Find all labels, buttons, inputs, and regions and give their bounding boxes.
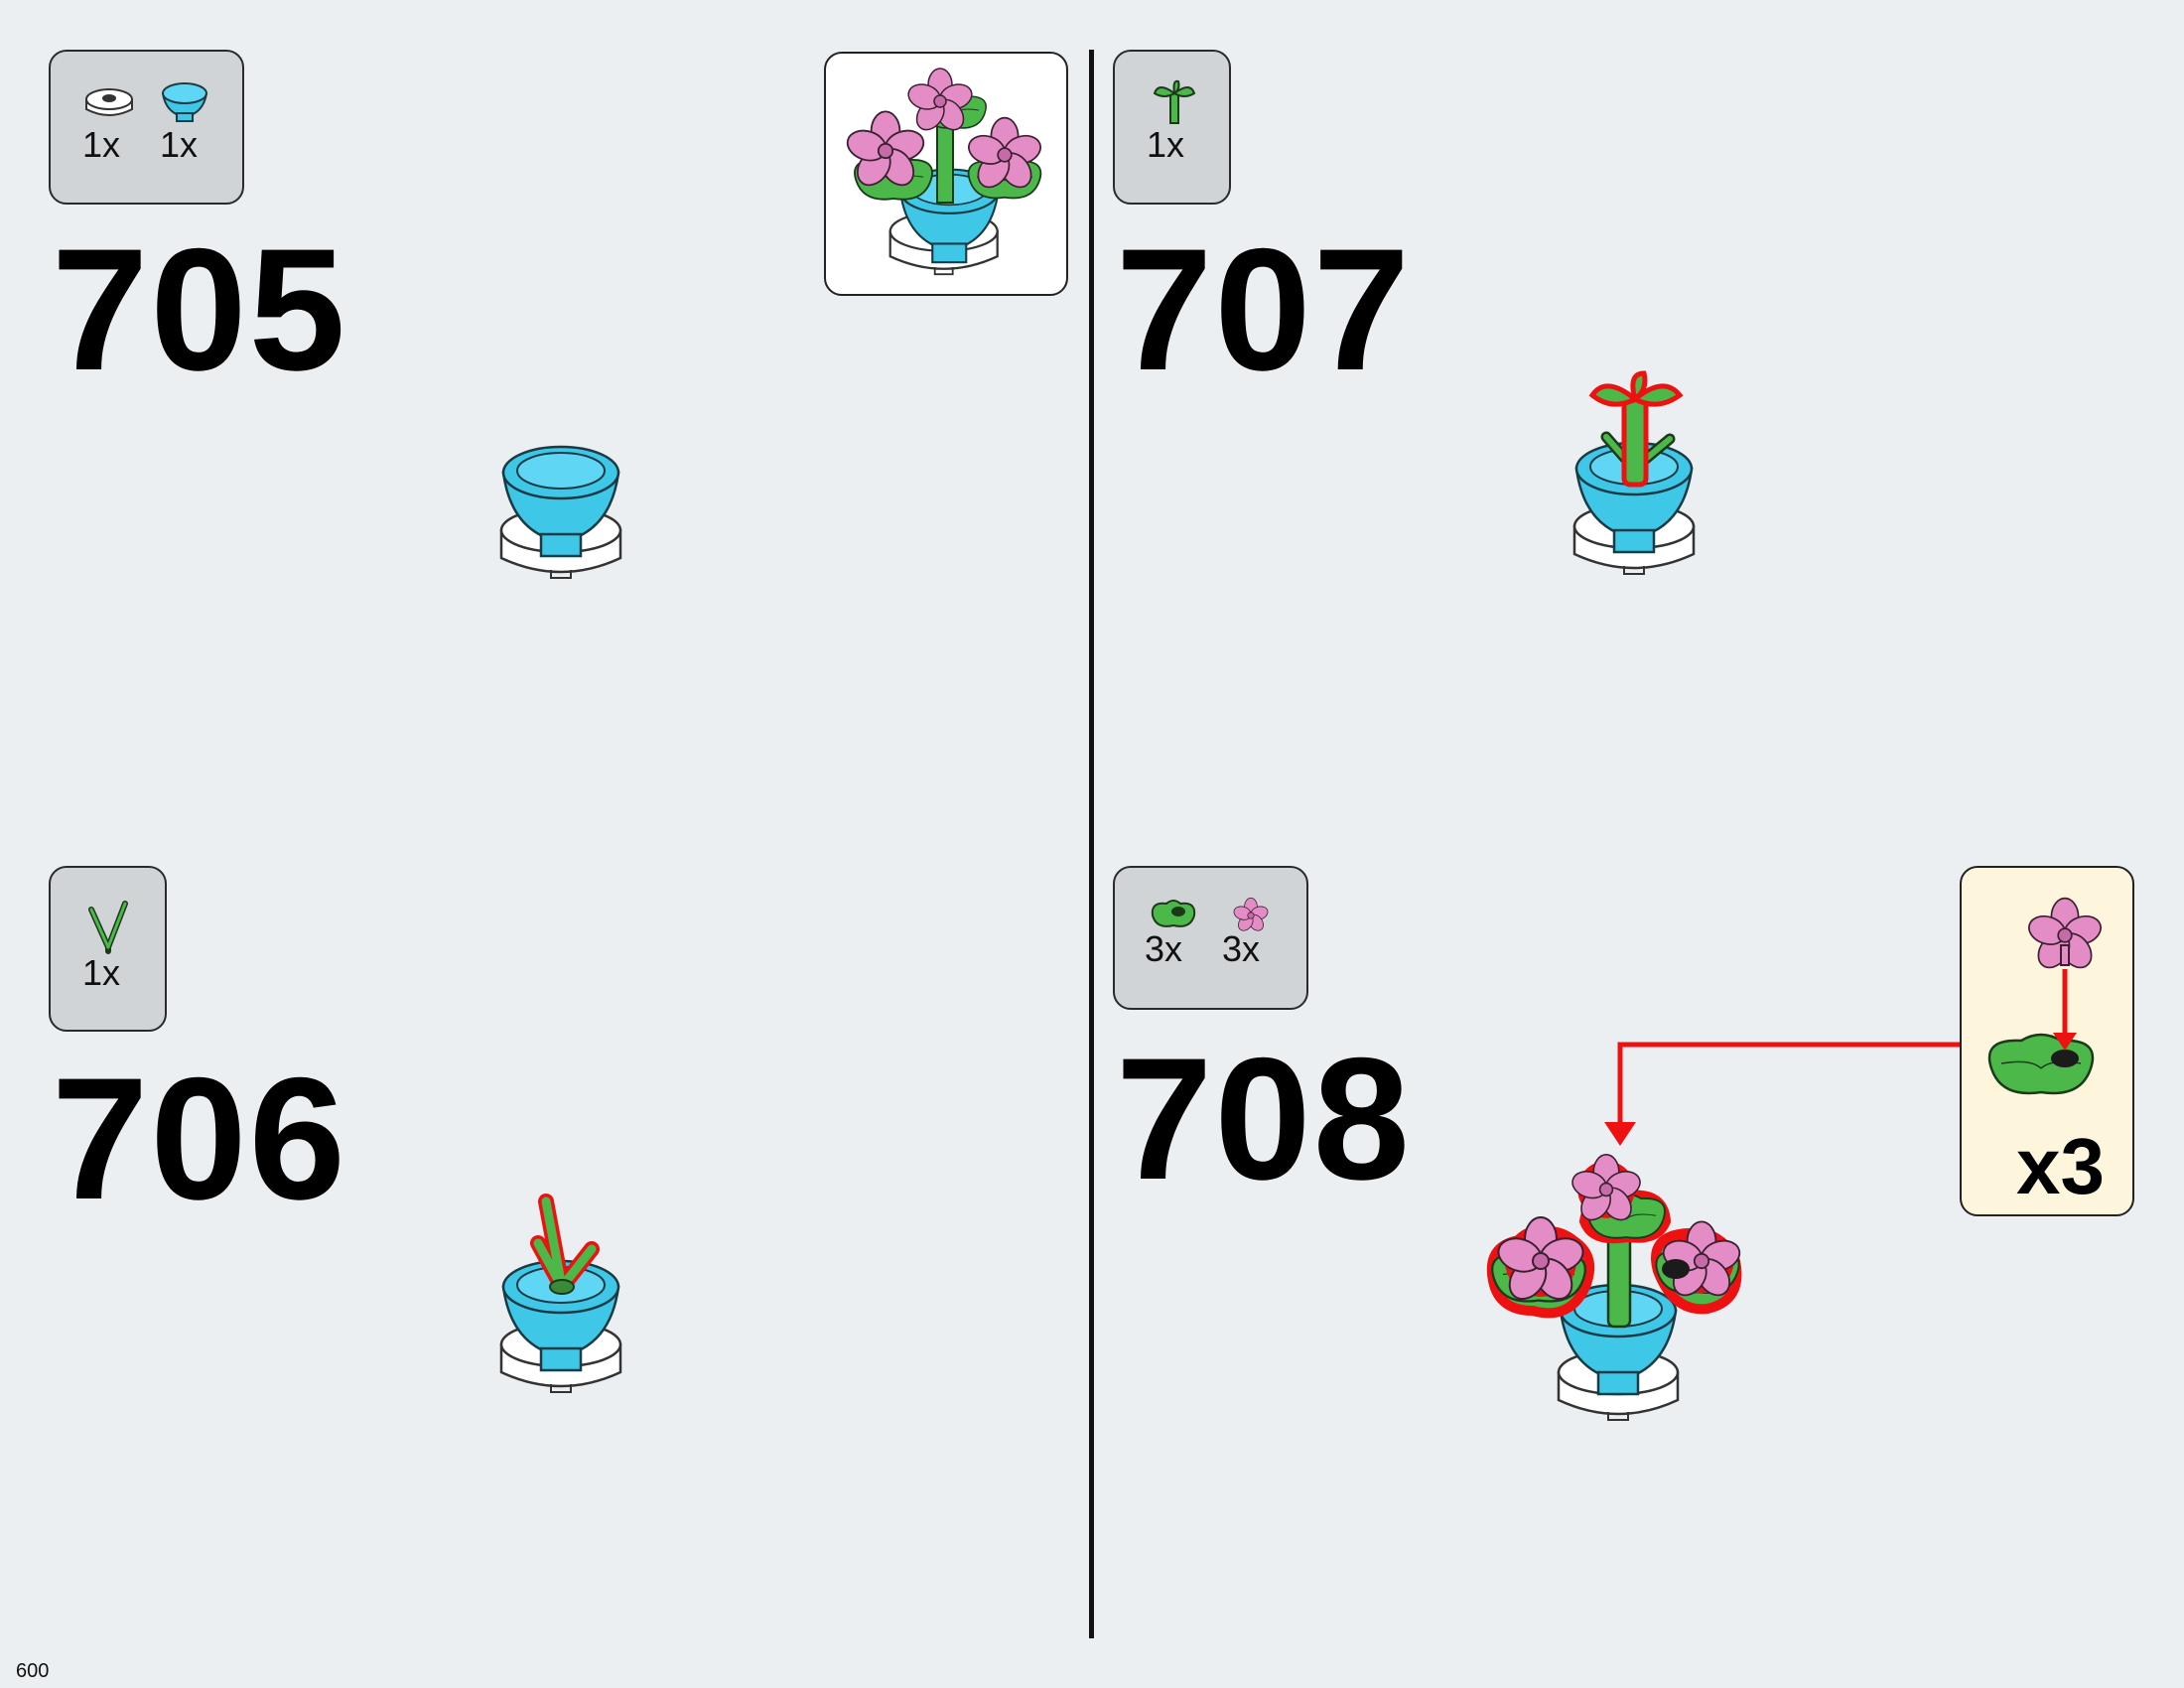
pink-flower-icon [1231,898,1271,934]
green-stem-y-icon [88,901,128,954]
step-number: 708 [1116,1023,1412,1216]
subassembly-callout: x3 [1960,866,2134,1216]
green-leaf-stem-icon [1153,79,1196,124]
callout-arrow [1604,1042,1960,1146]
azure-bowl-icon [161,82,208,122]
part-qty: 1x [82,124,121,165]
part-qty: 1x [1147,124,1185,165]
white-round-plate-icon [85,88,133,116]
parts-box-708: 3x 3x [1113,866,1308,1010]
part-qty: 1x [160,124,199,165]
step-number: 707 [1116,213,1412,407]
model-708-flowers-added [1486,1154,1745,1422]
parts-box-706: 1x [49,866,167,1032]
page-number: 600 [16,1660,50,1682]
step-number: 706 [52,1043,347,1236]
part-qty: 3x [1145,928,1183,969]
final-model-preview [824,52,1068,296]
step-divider [1089,50,1094,1638]
part-qty: 3x [1222,928,1261,969]
part-qty: 1x [82,952,121,993]
subassembly-multiplier: x3 [2016,1122,2105,1210]
green-leaf-plate-icon [1151,900,1196,927]
parts-box-707: 1x [1113,50,1231,205]
step-number: 705 [52,213,347,407]
finished-flower-pot-image [842,68,1045,276]
parts-box-705: 1x 1x [49,50,244,205]
model-707-leaf-stem-added [1572,370,1696,576]
subassembly-flower-on-leaf [1987,897,2106,1095]
model-706-stems-in-pot [499,1194,622,1394]
model-705-pot-on-plate [499,445,622,580]
